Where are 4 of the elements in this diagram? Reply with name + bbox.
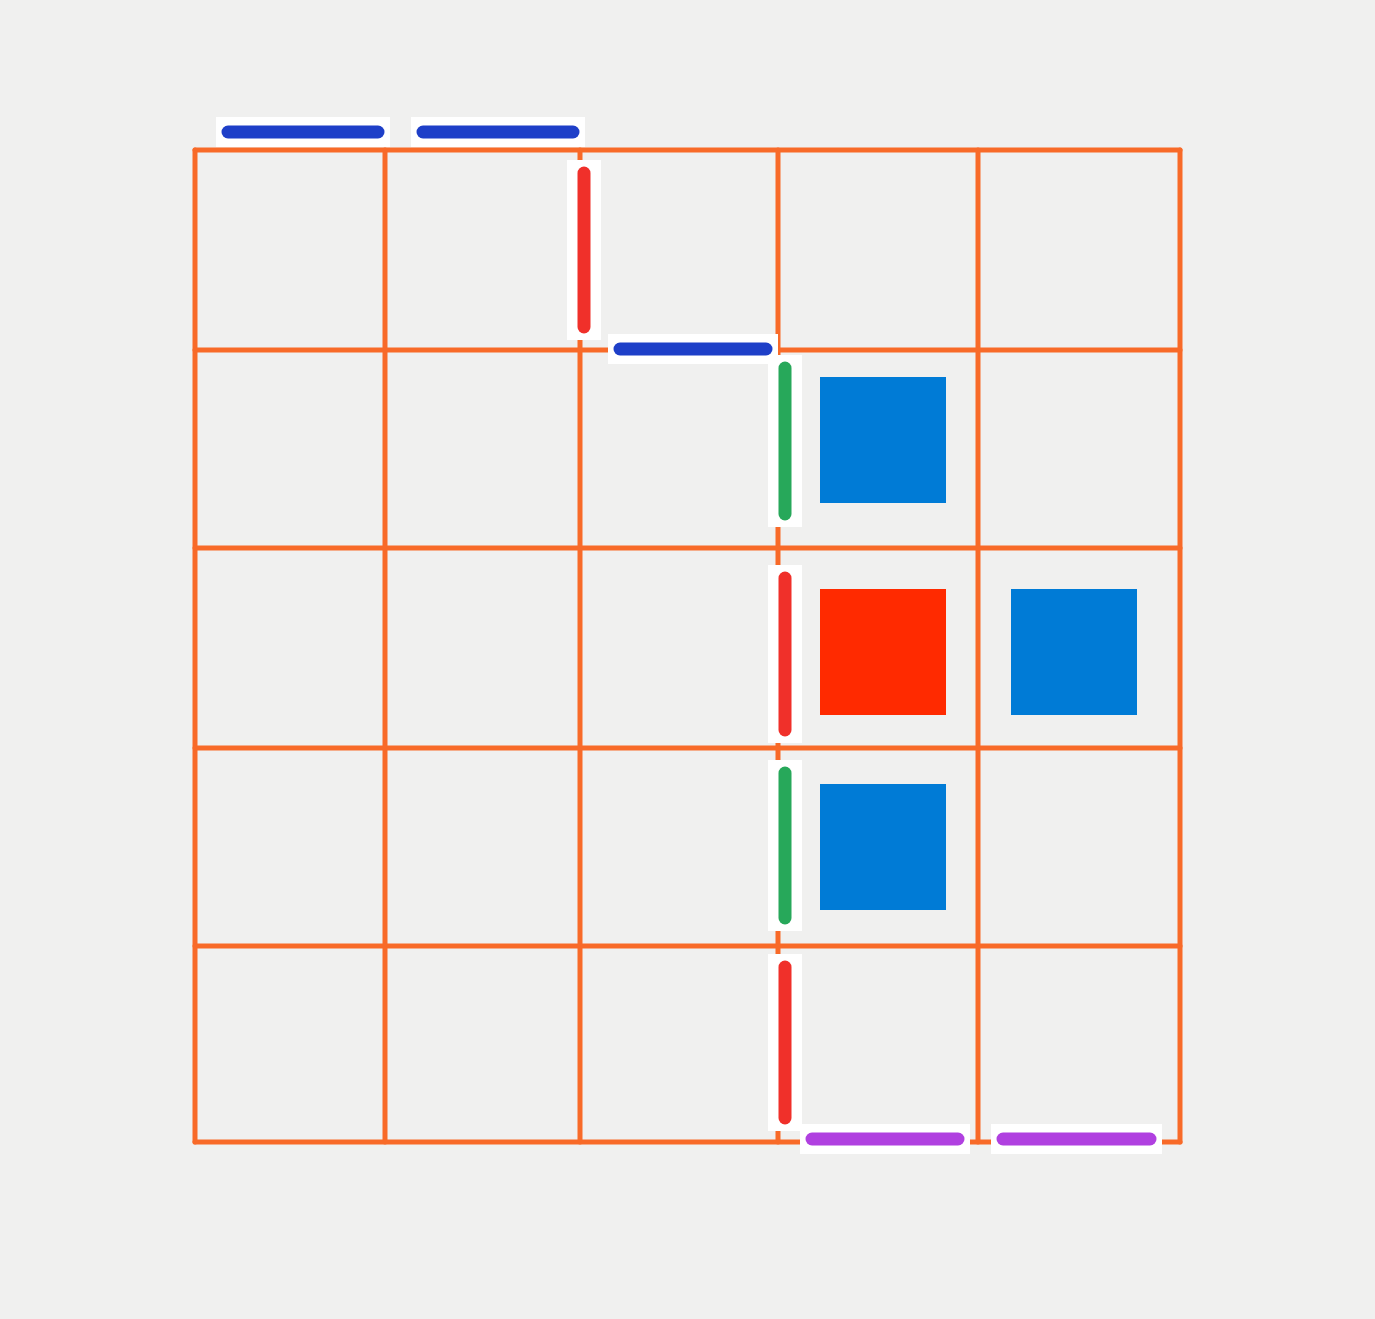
filled-square <box>820 784 946 910</box>
filled-square <box>820 377 946 503</box>
filled-square <box>820 589 946 715</box>
filled-square <box>1011 589 1137 715</box>
